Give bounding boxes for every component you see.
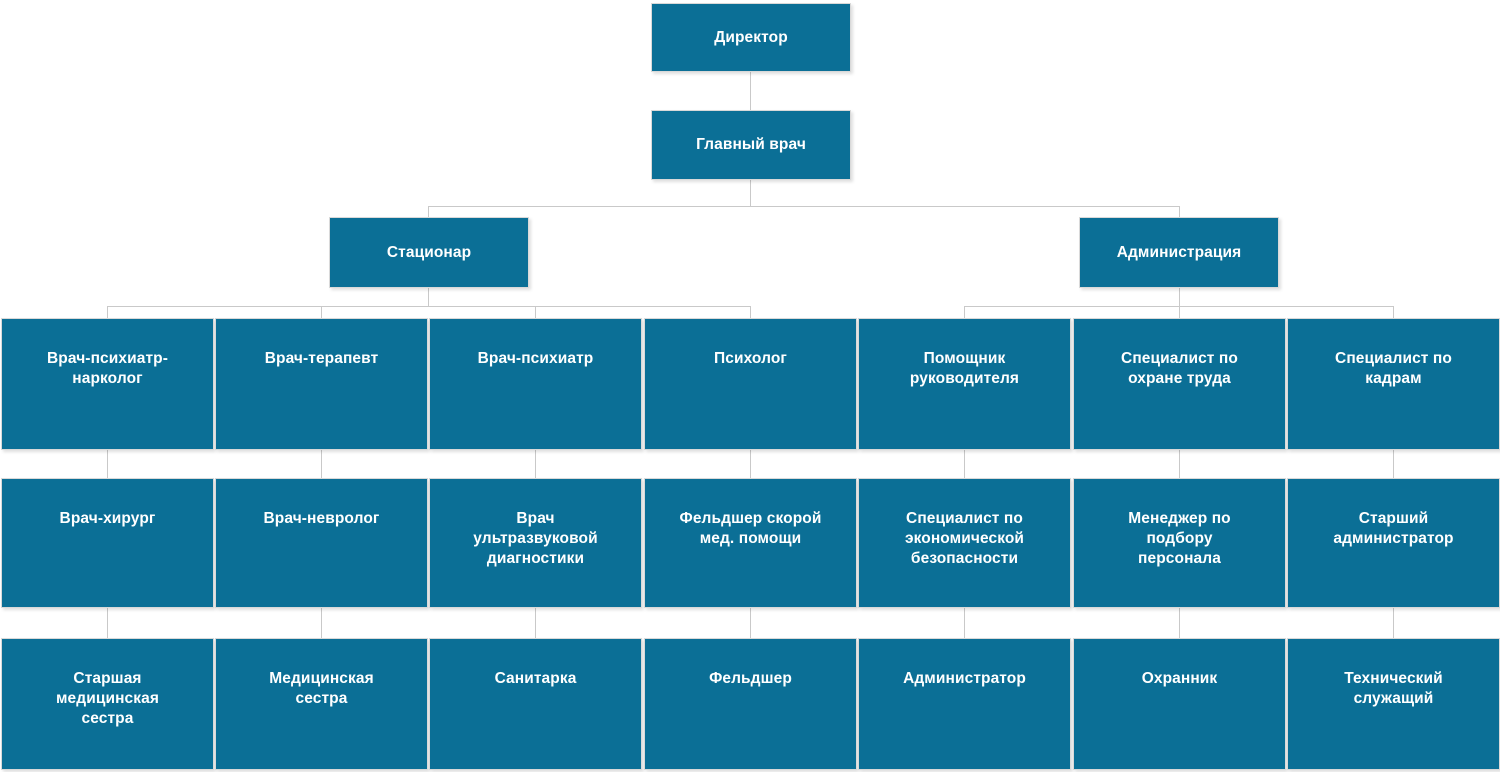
node-label: Фельдшер скорой мед. помощи (679, 510, 822, 547)
connector-col4-row4-row5 (750, 450, 751, 478)
node-feldsher[interactable]: Фельдшер (644, 638, 857, 770)
node-label: Врач-невролог (263, 510, 380, 527)
node-label: Врач-психиатр (477, 350, 594, 367)
node-label: Специалист по экономической безопасности (904, 510, 1025, 567)
connector-col4-row5-row6 (750, 608, 751, 638)
node-administrator[interactable]: Администратор (858, 638, 1071, 770)
node-pomoshchnik-rukovoditelya[interactable]: Помощник руководителя (858, 318, 1071, 450)
node-label: Старшая медицинская сестра (55, 670, 159, 727)
connector-col5-row4-row5 (964, 450, 965, 478)
node-vrach-hirurg[interactable]: Врач-хирург (1, 478, 214, 608)
connector-col1-row5-row6 (107, 608, 108, 638)
node-sanitarka[interactable]: Санитарка (429, 638, 642, 770)
connector-col1-row4-row5 (107, 450, 108, 478)
connector-chief-drop (750, 180, 751, 206)
connector-bus-to-stacionar (428, 206, 429, 217)
node-administraciya[interactable]: Администрация (1079, 217, 1279, 288)
node-vrach-uzd[interactable]: Врач ультразвуковой диагностики (429, 478, 642, 608)
connector-administraciya-drop (1179, 288, 1180, 306)
connector-director-to-chief (750, 72, 751, 110)
connector-col7-row4-row5 (1393, 450, 1394, 478)
node-specialist-po-ohrane-truda[interactable]: Специалист по охране труда (1073, 318, 1286, 450)
connector-administraciya-child-3 (1393, 306, 1394, 318)
connector-col6-row4-row5 (1179, 450, 1180, 478)
node-label: Врач ультразвуковой диагностики (473, 510, 598, 567)
node-label: Санитарка (494, 670, 577, 687)
node-label: Охранник (1141, 670, 1218, 687)
node-chief-doctor[interactable]: Главный врач (651, 110, 851, 180)
connector-administraciya-child-1 (964, 306, 965, 318)
node-tehnicheskiy-sluzhashchiy[interactable]: Технический служащий (1287, 638, 1500, 770)
node-label: Главный врач (696, 136, 806, 154)
connector-stacionar-child-2 (321, 306, 322, 318)
node-starshiy-administrator[interactable]: Старший администратор (1287, 478, 1500, 608)
node-label: Специалист по кадрам (1335, 350, 1452, 387)
node-psiholog[interactable]: Психолог (644, 318, 857, 450)
node-director[interactable]: Директор (651, 3, 851, 72)
node-label: Фельдшер (709, 670, 792, 687)
connector-stacionar-child-3 (535, 306, 536, 318)
node-label: Медицинская сестра (269, 670, 374, 707)
connector-stacionar-drop (428, 288, 429, 306)
node-starshaya-medsestra[interactable]: Старшая медицинская сестра (1, 638, 214, 770)
node-label: Менеджер по подбору персонала (1128, 510, 1231, 567)
connector-col3-row5-row6 (535, 608, 536, 638)
connector-col2-row4-row5 (321, 450, 322, 478)
connector-col5-row5-row6 (964, 608, 965, 638)
node-stacionar[interactable]: Стационар (329, 217, 529, 288)
connector-stacionar-child-4 (750, 306, 751, 318)
node-vrach-nevrolog[interactable]: Врач-невролог (215, 478, 428, 608)
node-label: Директор (714, 28, 788, 46)
node-specialist-ekon-bezopasnosti[interactable]: Специалист по экономической безопасности (858, 478, 1071, 608)
node-label: Помощник руководителя (909, 350, 1020, 387)
connector-col7-row5-row6 (1393, 608, 1394, 638)
connector-stacionar-bus (107, 306, 751, 307)
connector-col6-row5-row6 (1179, 608, 1180, 638)
node-label: Администратор (903, 670, 1026, 687)
node-label: Врач-психиатр- нарколог (47, 350, 168, 387)
connector-stacionar-child-1 (107, 306, 108, 318)
connector-col3-row4-row5 (535, 450, 536, 478)
node-vrach-psihiatr[interactable]: Врач-психиатр (429, 318, 642, 450)
node-medicinskaya-sestra[interactable]: Медицинская сестра (215, 638, 428, 770)
node-menedzher-po-podboru[interactable]: Менеджер по подбору персонала (1073, 478, 1286, 608)
node-label: Специалист по охране труда (1121, 350, 1238, 387)
node-label: Технический служащий (1344, 670, 1443, 707)
node-ohrannik[interactable]: Охранник (1073, 638, 1286, 770)
node-vrach-terapevt[interactable]: Врач-терапевт (215, 318, 428, 450)
node-label: Врач-терапевт (264, 350, 379, 367)
connector-col2-row5-row6 (321, 608, 322, 638)
node-vrach-psihiatr-narkolog[interactable]: Врач-психиатр- нарколог (1, 318, 214, 450)
node-label: Психолог (714, 350, 787, 367)
node-label: Врач-хирург (59, 510, 156, 527)
connector-administraciya-child-2 (1179, 306, 1180, 318)
node-label: Администрация (1116, 243, 1242, 261)
connector-level3-bus (428, 206, 1180, 207)
connector-bus-to-administraciya (1179, 206, 1180, 217)
node-specialist-po-kadram[interactable]: Специалист по кадрам (1287, 318, 1500, 450)
node-label: Стационар (386, 243, 472, 261)
node-feldsher-skoroy[interactable]: Фельдшер скорой мед. помощи (644, 478, 857, 608)
node-label: Старший администратор (1333, 510, 1454, 547)
